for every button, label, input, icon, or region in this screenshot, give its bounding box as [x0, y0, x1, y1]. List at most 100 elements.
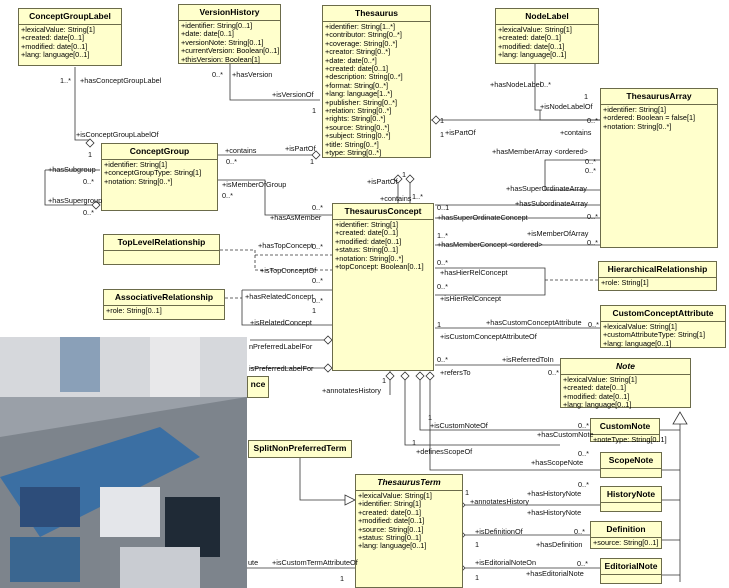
multiplicity: 0..*	[548, 368, 559, 377]
attribute: +identifier: String[0..1]	[181, 21, 253, 30]
attribute: +lang: language[0..1]	[603, 338, 672, 348]
multiplicity: 1	[402, 170, 407, 179]
role-label: +hasRelatedConcept	[245, 292, 314, 301]
class-name: nce	[250, 379, 266, 389]
class-name: VersionHistory	[179, 5, 280, 21]
attribute: +identifier: String[1..*]	[325, 22, 395, 31]
class-name: EditorialNote	[601, 559, 661, 575]
role-label: +hasDefinition	[536, 540, 583, 549]
class-scope-note[interactable]: ScopeNote	[600, 452, 662, 478]
attribute: +subject: String[0..*]	[325, 131, 391, 141]
role-label: +isCustomConceptAttributeOf	[440, 332, 537, 341]
role-label: +hasSubordinateArray	[515, 199, 588, 208]
multiplicity: 1..*	[437, 231, 448, 240]
attribute: +role: String[1]	[601, 278, 649, 287]
role-label: +isNodeLabelOf	[540, 102, 593, 111]
class-partial-hidden[interactable]: nce	[247, 376, 269, 398]
class-concept-group[interactable]: ConceptGroup +identifier: String[1] +con…	[101, 143, 218, 211]
role-label: ute	[248, 558, 259, 567]
class-name: NodeLabel	[496, 9, 598, 25]
class-version-history[interactable]: VersionHistory +identifier: String[0..1]…	[178, 4, 281, 64]
class-name: CustomNote	[591, 419, 659, 435]
attribute: +identifier: String[1]	[104, 160, 168, 169]
class-node-label[interactable]: NodeLabel +lexicalValue: String[1] +crea…	[495, 8, 599, 64]
multiplicity: 0..*	[588, 320, 599, 329]
role-label: +hasHistoryNote	[527, 508, 582, 517]
attribute: +contributor: String[0..*]	[325, 30, 402, 40]
multiplicity: 1	[465, 488, 470, 497]
class-definition[interactable]: Definition +source: String[0..1]	[590, 521, 662, 549]
class-history-note[interactable]: HistoryNote	[600, 486, 662, 512]
multiplicity: 1	[88, 150, 93, 159]
role-label: +isCustomNoteOf	[430, 421, 488, 430]
attribute: +source: String[0..*]	[325, 122, 390, 132]
class-note[interactable]: Note +lexicalValue: String[1] +created: …	[560, 358, 691, 410]
attribute: +lang: language[0..1]	[563, 400, 632, 410]
attribute: +created: date[0..1]	[498, 33, 562, 43]
multiplicity: 0..*	[585, 157, 596, 166]
multiplicity: 1	[312, 306, 317, 315]
class-hierarchical-relationship[interactable]: HierarchicalRelationship +role: String[1…	[598, 261, 717, 291]
attribute: +lang: language[0..1]	[358, 541, 427, 551]
multiplicity: 0..*	[226, 157, 237, 166]
class-name: Note	[561, 359, 690, 375]
role-label: +hasEditorialNote	[526, 569, 584, 578]
role-label: +isRelatedConcept	[250, 318, 312, 327]
class-name: HistoryNote	[601, 487, 661, 503]
class-associative-relationship[interactable]: AssociativeRelationship +role: String[0.…	[103, 289, 225, 320]
role-label: +hasVersion	[232, 70, 273, 79]
role-label: +isMemberOfArray	[527, 229, 589, 238]
class-thesaurus-array[interactable]: ThesaurusArray +identifier: String[1] +o…	[600, 88, 718, 248]
role-label: +isEditorialNoteOn	[475, 558, 537, 567]
class-thesaurus[interactable]: Thesaurus +identifier: String[1..*] +con…	[322, 5, 431, 158]
class-thesaurus-concept[interactable]: ThesaurusConcept +identifier: String[1] …	[332, 203, 434, 371]
role-label: +isPartOf	[285, 144, 316, 153]
role-label: +hasCustomConceptAttribute	[486, 318, 582, 327]
attribute: +description: String[0..*]	[325, 72, 403, 82]
role-label: +isHierRelConcept	[440, 294, 502, 303]
class-thesaurus-term[interactable]: ThesaurusTerm +lexicalValue: String[1] +…	[355, 474, 463, 588]
attribute: +identifier: String[1]	[358, 499, 422, 509]
multiplicity: 0..1	[437, 203, 450, 212]
class-concept-group-label[interactable]: ConceptGroupLabel +lexicalValue: String[…	[18, 8, 122, 66]
multiplicity: 0..*	[578, 480, 589, 489]
attribute: +created: date[0..1]	[335, 228, 399, 238]
attribute: +thisVersion: Boolean[1]	[181, 54, 260, 64]
class-name: TopLevelRelationship	[104, 235, 219, 251]
multiplicity: 0..*	[83, 177, 94, 186]
multiplicity: 0..*	[585, 166, 596, 175]
attribute: +notation: String[0..*]	[104, 176, 173, 186]
attribute: +customAttributeType: String[1]	[603, 330, 706, 340]
multiplicity: 0..*	[312, 296, 323, 305]
multiplicity: 0..*	[312, 242, 323, 251]
attribute: +relation: String[0..*]	[325, 106, 392, 116]
class-custom-note[interactable]: CustomNote +noteType: String[0..1]	[590, 418, 667, 444]
role-label: +hasNodeLabel	[490, 80, 542, 89]
multiplicity: 1	[440, 130, 445, 139]
multiplicity: 0..*	[578, 421, 589, 430]
role-label: +hasHistoryNote	[527, 489, 582, 498]
class-name: HierarchicalRelationship	[599, 262, 716, 278]
multiplicity: 0..*	[83, 208, 94, 217]
multiplicity: 1	[382, 376, 387, 385]
attribute: +identifier: String[1]	[335, 220, 399, 229]
multiplicity: 0..*	[437, 282, 448, 291]
role-label: +contains	[380, 194, 412, 203]
class-split-non-preferred-term[interactable]: SplitNonPreferredTerm	[248, 440, 352, 458]
multiplicity: 1	[475, 540, 480, 549]
role-label: +hasHierRelConcept	[440, 268, 508, 277]
attribute: +lexicalValue: String[1]	[603, 322, 677, 331]
attribute: +modified: date[0..1]	[335, 236, 402, 246]
class-custom-concept-attribute[interactable]: CustomConceptAttribute +lexicalValue: St…	[600, 305, 726, 348]
attribute: +modified: date[0..1]	[563, 391, 630, 401]
role-label: +hasSuperOrdinateArray	[506, 184, 587, 193]
multiplicity: 1..*	[60, 76, 71, 85]
multiplicity: 0..*	[574, 527, 585, 536]
attribute: +status: String[0..1]	[335, 245, 399, 255]
role-label: +isPartOf	[445, 128, 476, 137]
class-editorial-note[interactable]: EditorialNote	[600, 558, 662, 584]
class-top-level-relationship[interactable]: TopLevelRelationship	[103, 234, 220, 265]
role-label: +hasAsMember	[270, 213, 322, 222]
class-name: ConceptGroup	[102, 144, 217, 160]
